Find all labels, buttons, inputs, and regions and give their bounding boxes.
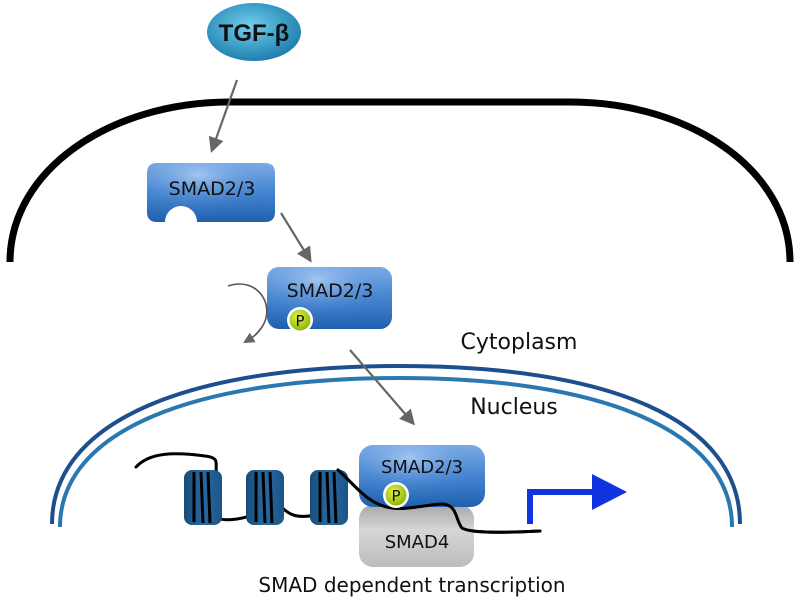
phosphate-label: P (295, 312, 304, 330)
arrow-phospho-to-nucleus (349, 349, 416, 426)
phosphate-badge-nuclear: P (383, 482, 409, 508)
smad23-phospho-label: SMAD2/3 (287, 280, 374, 302)
smad23-inactive-label: SMAD2/3 (169, 178, 256, 200)
transcription-start-arrow (527, 474, 627, 524)
nuclear-envelope-inner (58, 375, 734, 528)
smad4-label: SMAD4 (385, 532, 450, 553)
cell-membrane (6, 98, 794, 263)
phosphate-badge: P (287, 307, 313, 333)
tgf-beta-label: TGF-β (219, 20, 290, 47)
curved-arrow-cycle (227, 283, 268, 344)
nucleosome-1 (184, 470, 222, 525)
nucleosome-2 (246, 470, 284, 525)
tgf-beta-ligand: TGF-β (207, 3, 301, 61)
arrow-smad-to-phospho (280, 212, 312, 263)
nucleus-label: Nucleus (470, 395, 558, 420)
phosphate-nuclear-label: P (391, 487, 400, 505)
dna-strand-over-complex (336, 468, 542, 534)
dna-strand (134, 452, 542, 534)
caption: SMAD dependent transcription (258, 573, 565, 597)
nuclear-envelope-outer (50, 363, 742, 525)
nucleosome-3 (310, 470, 348, 525)
smad23-nuclear-label: SMAD2/3 (381, 457, 463, 478)
smad4: SMAD4 (359, 505, 474, 567)
cytoplasm-label: Cytoplasm (461, 330, 578, 355)
smad23-inactive: SMAD2/3 (147, 163, 275, 222)
smad23-nuclear: SMAD2/3 (359, 445, 485, 507)
arrow-tgf-to-smad (208, 79, 239, 153)
smad23-phosphorylated: SMAD2/3 P (267, 267, 392, 333)
